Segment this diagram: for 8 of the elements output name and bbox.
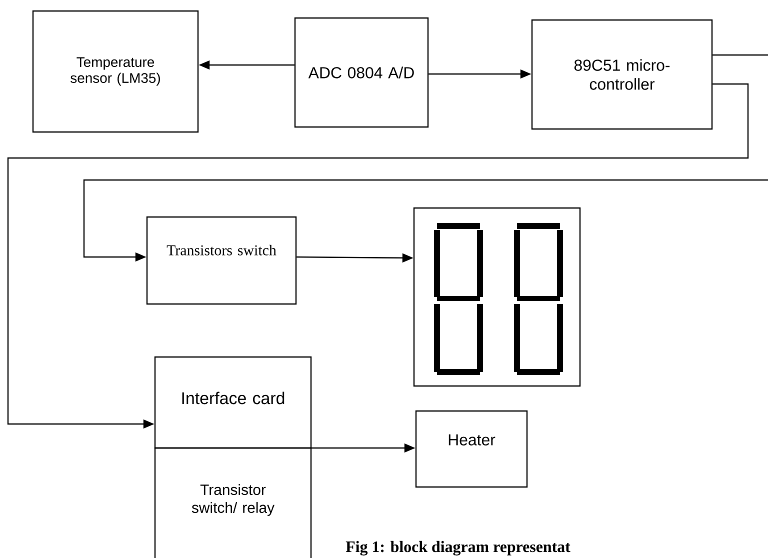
switch-box: Transistors switch (146, 216, 297, 305)
figure-caption: Fig 1: block diagram representat (346, 540, 570, 556)
microcontroller-box: 89C51 micro- controller (531, 19, 713, 130)
heater-box: Heater (415, 410, 528, 488)
converter-box: ADC 0804 A/D (294, 17, 429, 128)
interface-box: Interface card Transistor switch/ relay (154, 356, 312, 558)
display-box (413, 207, 581, 387)
sensor-box: Temperature sensor (LM35) (32, 10, 199, 133)
